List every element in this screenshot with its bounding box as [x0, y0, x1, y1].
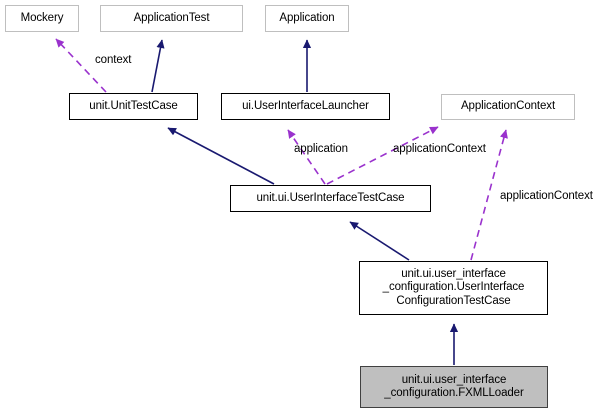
class-node-application-test[interactable]: ApplicationTest [100, 5, 243, 32]
edge-configtestcase-applicationcontext [470, 129, 508, 261]
class-node-label: Mockery [20, 11, 64, 24]
class-node-fxmlloader[interactable]: unit.ui.user_interface _configuration.FX… [360, 366, 548, 408]
edge-uitestcase-applicationcontext [326, 126, 439, 185]
edge-uitestcase-launcher [287, 129, 326, 185]
class-node-label: Application [279, 11, 335, 24]
class-node-label: ui.UserInterfaceLauncher [242, 99, 369, 112]
class-node-unit-ui-userinterfacetestcase[interactable]: unit.ui.UserInterfaceTestCase [230, 185, 431, 212]
class-node-label: ApplicationTest [133, 11, 210, 24]
class-node-mockery[interactable]: Mockery [5, 5, 79, 32]
class-node-ui-userinterfacelauncher[interactable]: ui.UserInterfaceLauncher [221, 93, 390, 120]
class-node-unit-unittestcase[interactable]: unit.UnitTestCase [69, 93, 198, 120]
edge-label-application-context-middle: applicationContext [393, 143, 486, 155]
edge-unittestcase-applicationtest [151, 39, 165, 93]
class-node-label: unit.ui.UserInterfaceTestCase [256, 191, 405, 204]
edge-uitestcase-unittestcase [167, 127, 275, 185]
class-node-label: ApplicationContext [460, 100, 556, 113]
edge-unittestcase-mockery [55, 38, 107, 93]
class-node-label: unit.UnitTestCase [89, 99, 178, 112]
class-node-userinterfaceconfigurationtestcase[interactable]: unit.ui.user_interface _configuration.Us… [359, 261, 548, 315]
edge-configtestcase-uitestcase [349, 221, 410, 261]
edge-label-context: context [95, 54, 132, 66]
class-node-applicationcontext[interactable]: ApplicationContext [441, 94, 575, 120]
class-node-label: unit.ui.user_interface _configuration.Us… [382, 267, 525, 307]
edge-label-application: application [294, 143, 348, 155]
edge-label-application-context-right: applicationContext [500, 190, 593, 202]
class-node-label: unit.ui.user_interface _configuration.FX… [384, 373, 524, 400]
class-node-application[interactable]: Application [265, 5, 349, 32]
